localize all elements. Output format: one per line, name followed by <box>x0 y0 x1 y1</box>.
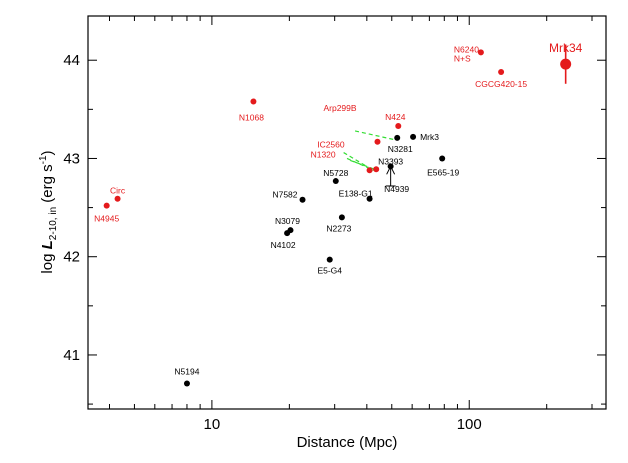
y-axis-label: log L2-10, in (erg s-1) <box>38 150 59 273</box>
data-point <box>332 178 339 185</box>
point-label: Mrk34 <box>549 41 583 55</box>
limit-label: N4939 <box>384 184 409 194</box>
x-axis-label: Distance (Mpc) <box>297 434 398 451</box>
data-point <box>374 138 381 145</box>
point-label: N2273 <box>326 223 351 233</box>
point-label: N3079 <box>275 216 300 226</box>
point-label: N3281 <box>388 144 413 154</box>
data-point <box>560 58 572 70</box>
data-point <box>373 166 380 173</box>
svg-text:log L2-10, in (erg s-1): log L2-10, in (erg s-1) <box>38 150 59 273</box>
data-point <box>250 98 257 105</box>
point-label: E565-19 <box>427 167 459 177</box>
axis-ticks: 10 100 41 42 43 44 <box>63 16 606 433</box>
y-tick-label: 42 <box>63 249 80 266</box>
plot-frame <box>87 15 607 410</box>
connector-line <box>354 130 396 141</box>
y-label-unit-close: ) <box>39 150 56 155</box>
data-point <box>477 49 484 56</box>
y-label-subscript: 2-10, in <box>48 207 59 240</box>
data-point <box>366 195 373 202</box>
point-label: Mrk3 <box>420 132 439 142</box>
point-label: N5194 <box>174 366 199 376</box>
data-point <box>498 69 505 76</box>
y-label-unit: (erg s <box>39 164 56 207</box>
y-tick-label: 44 <box>63 52 80 69</box>
data-point <box>387 163 394 170</box>
point-label: N1068 <box>239 112 264 122</box>
data-point <box>287 227 294 234</box>
data-point <box>338 214 345 221</box>
point-label: E5-G4 <box>317 266 342 276</box>
data-point <box>103 202 110 209</box>
data-point <box>299 196 306 203</box>
point-label: N7582 <box>272 190 297 200</box>
y-label-prefix: log <box>39 249 56 273</box>
point-label: N4945 <box>94 214 119 224</box>
point-label: Circ <box>110 186 126 196</box>
data-point <box>439 155 446 162</box>
data-point <box>366 167 373 174</box>
point-label: N4102 <box>271 240 296 250</box>
data-point <box>395 123 402 130</box>
point-label: CGCG420-15 <box>475 79 527 89</box>
y-tick-label: 43 <box>63 150 80 167</box>
x-tick-label: 10 <box>204 416 221 433</box>
data-point <box>326 256 333 263</box>
point-label: IC2560 <box>317 139 345 149</box>
data-point <box>410 133 417 140</box>
y-tick-label: 41 <box>63 347 80 364</box>
y-label-unit-exp: -1 <box>38 155 49 164</box>
data-point <box>114 195 121 202</box>
data-point <box>183 380 190 387</box>
point-label: N424 <box>385 112 406 122</box>
point-label: N5728 <box>323 168 348 178</box>
point-label: E138-G1 <box>339 189 373 199</box>
data-points <box>103 44 572 387</box>
y-label-symbol: L <box>39 240 56 249</box>
point-label: N1320 <box>311 149 336 159</box>
data-point <box>394 134 401 141</box>
point-label: N3393 <box>378 156 403 166</box>
x-tick-label: 100 <box>457 416 482 433</box>
point-label: Arp299B <box>323 103 356 113</box>
